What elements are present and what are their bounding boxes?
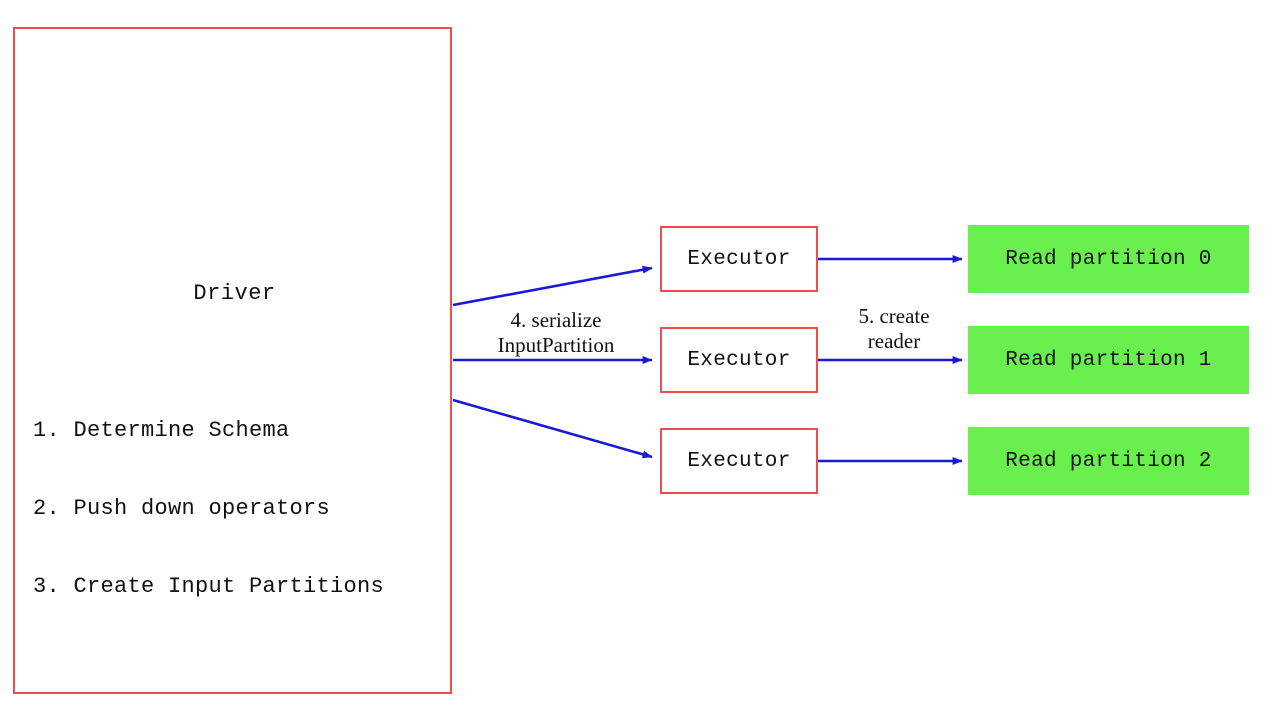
driver-steps-list: 1. Determine Schema 2. Push down operato… <box>33 366 384 652</box>
partition-box-0: Read partition 0 <box>968 225 1249 293</box>
driver-box: Driver 1. Determine Schema 2. Push down … <box>13 27 452 694</box>
executor-box-2: Executor <box>660 327 818 393</box>
partition-box-1: Read partition 1 <box>968 326 1249 394</box>
arrow-driver-to-executor-1 <box>452 265 653 307</box>
edge-label-create-reader: 5. create reader <box>836 304 952 354</box>
partition-box-2: Read partition 2 <box>968 427 1249 495</box>
driver-step-2: 2. Push down operators <box>33 496 331 521</box>
executor-box-1: Executor <box>660 226 818 292</box>
edge-label-serialize-line1: 4. serialize <box>510 308 602 332</box>
executor-box-3: Executor <box>660 428 818 494</box>
driver-title: Driver <box>193 281 276 306</box>
edge-label-create-reader-line1: 5. create <box>858 304 930 328</box>
arrow-driver-to-executor-3 <box>452 398 653 459</box>
edge-label-serialize: 4. serialize InputPartition <box>478 308 634 358</box>
edge-label-create-reader-line2: reader <box>867 329 921 353</box>
driver-step-1: 1. Determine Schema <box>33 418 290 443</box>
driver-step-3: 3. Create Input Partitions <box>33 574 385 599</box>
edge-label-serialize-line2: InputPartition <box>497 333 615 357</box>
